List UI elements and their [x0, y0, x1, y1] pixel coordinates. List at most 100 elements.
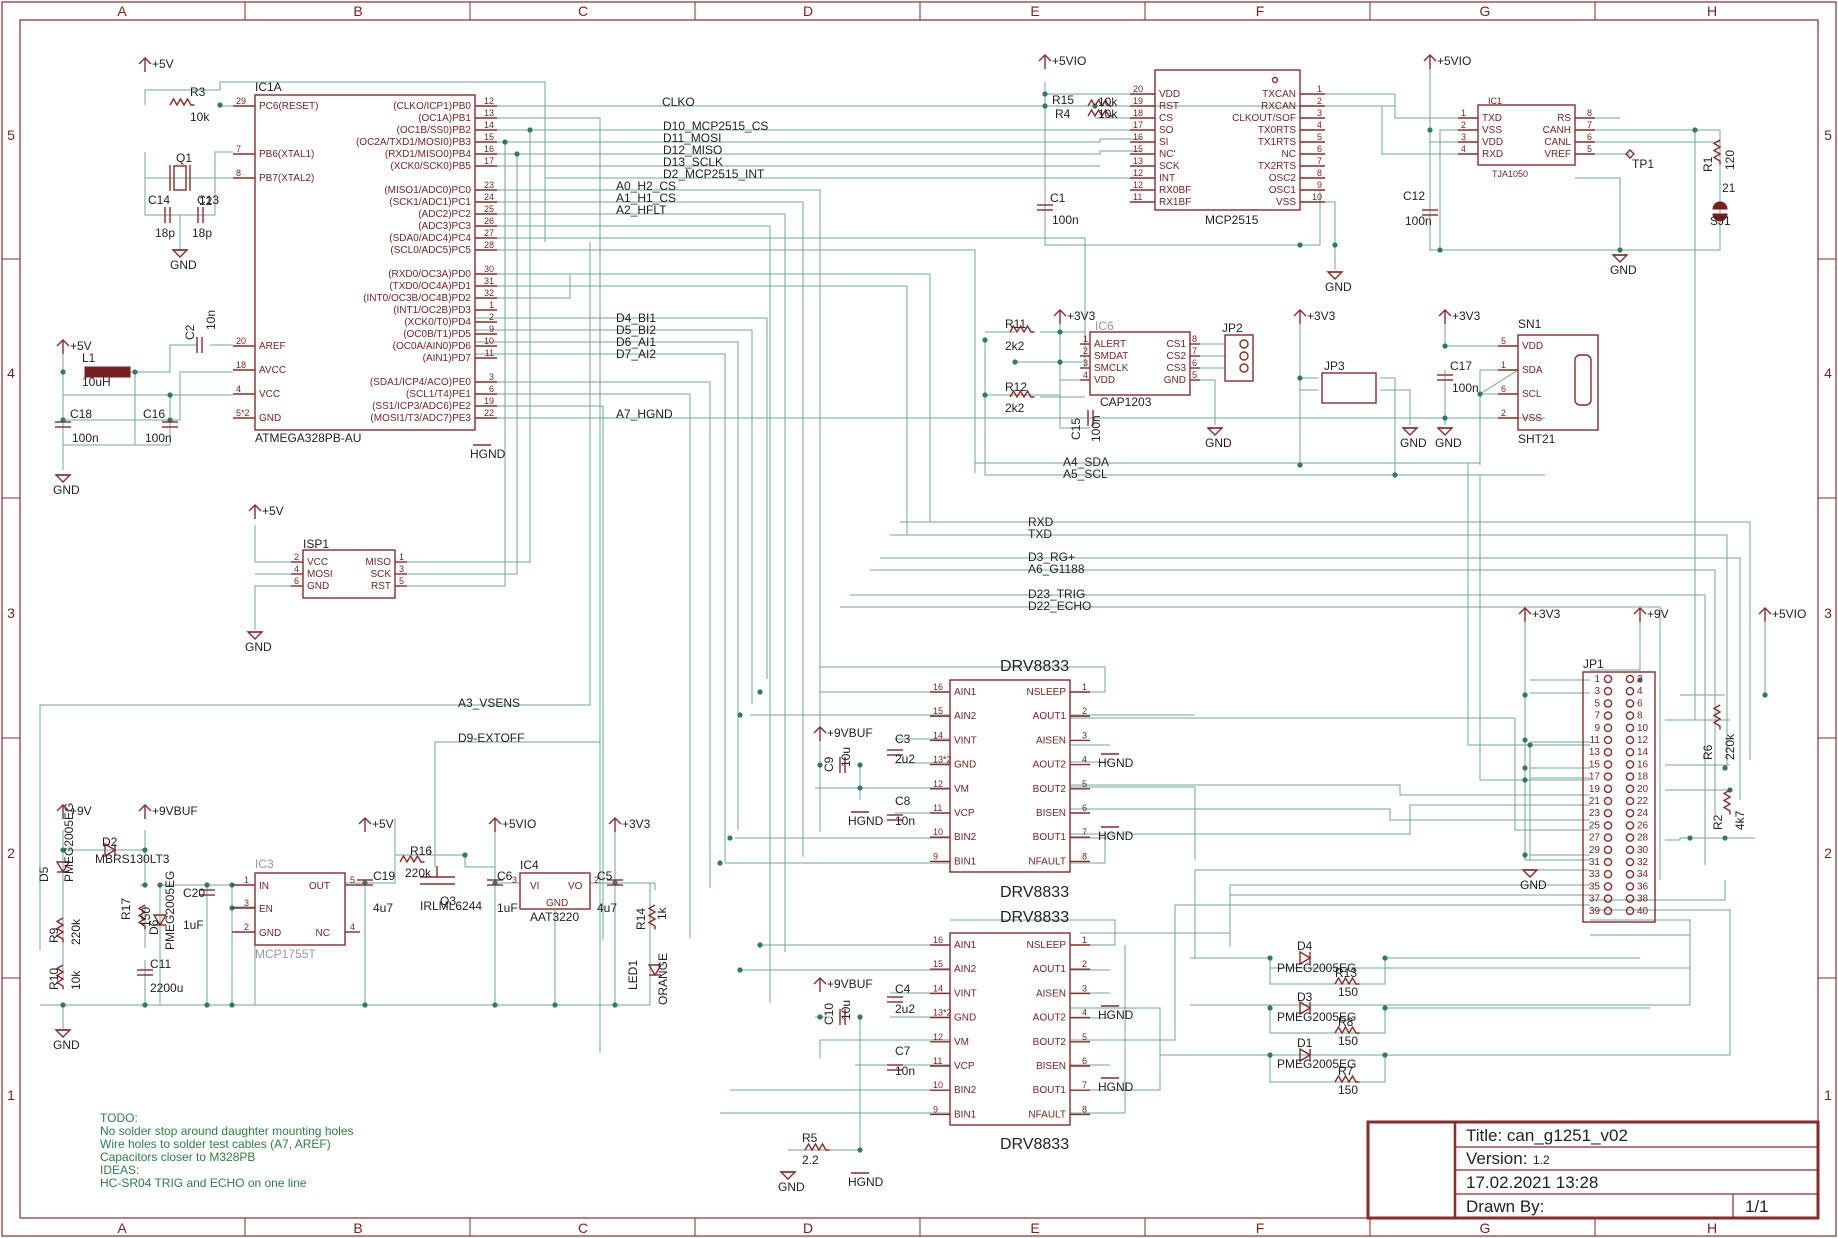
pin-number: 9: [489, 324, 494, 334]
hgnd-label: HGND: [1098, 829, 1134, 843]
pin-number: 2: [1082, 706, 1087, 716]
pin-name: SMDAT: [1094, 351, 1128, 362]
part-ref: D5: [37, 866, 51, 882]
part-value: 150: [1338, 1034, 1358, 1048]
pin-number: 18: [1133, 108, 1143, 118]
pin-number: 8: [236, 168, 241, 178]
jp1-pin-number: 12: [1637, 735, 1649, 746]
pin-name: BIN2: [954, 832, 977, 843]
pin-number: 4: [1082, 755, 1087, 765]
pin-number: 1: [1082, 935, 1087, 945]
pin-name: AOUT2: [1033, 760, 1067, 771]
part-value: PMEG2005EG: [163, 871, 177, 950]
pin-name: SCL: [1522, 389, 1542, 400]
frame-col-label: B: [353, 3, 362, 19]
part-ref: TP1: [1632, 157, 1654, 171]
sheet-number: 1/1: [1745, 1197, 1769, 1216]
pin-name: CANL: [1544, 137, 1571, 148]
pin-number: 4: [1461, 144, 1466, 154]
pin-name: SO: [1159, 125, 1174, 136]
net-d3: D3_RG+: [1028, 550, 1075, 564]
pin-name: (OC0A/AIN0)PD6: [393, 341, 472, 352]
pin-name: MISO: [365, 557, 391, 568]
part-value: 4k7: [1733, 810, 1747, 830]
pin-number: 30: [484, 264, 494, 274]
pin-name: GND: [954, 760, 976, 771]
pin-name: (OC0B/T1)PD5: [403, 329, 471, 340]
jp1-pin-number: 37: [1589, 894, 1601, 905]
supply-label: +9VBUF: [827, 726, 873, 740]
part-value: 100n: [1405, 214, 1432, 228]
part-ref: C6: [497, 869, 513, 883]
pin-name: ALERT: [1094, 339, 1126, 350]
part-ref: R17: [119, 898, 133, 920]
hgnd-label: HGND: [1098, 1008, 1134, 1022]
pin-number: 8: [1192, 334, 1197, 344]
pin-name: BIN1: [954, 1109, 977, 1120]
pin-name: AISEN: [1036, 988, 1066, 999]
pin-number: 8: [1082, 851, 1087, 861]
part-value: 2k2: [1005, 401, 1025, 415]
pin-name: VDD: [1522, 341, 1543, 352]
supply-symbols: +5V+5V+5V+5VIO+5VIO+3V3+3V3+3V3+3V3+9V+5…: [53, 54, 1806, 1194]
pin-name: BIN2: [954, 1085, 977, 1096]
pin-name: (ADC3)PC3: [418, 221, 471, 232]
part-ref: R6: [1701, 744, 1715, 760]
pin-name: AOUT2: [1033, 1013, 1067, 1024]
ground-label: GND: [778, 1180, 805, 1194]
part-value: 1uF: [183, 918, 204, 932]
mcu-ref: IC1A: [255, 80, 282, 94]
pin-name: VM: [954, 1037, 969, 1048]
pin-name: VREF: [1544, 149, 1571, 160]
frame-col-label: E: [1030, 3, 1039, 19]
supply-label: +9VBUF: [152, 804, 198, 818]
part-ref: R10: [47, 968, 61, 990]
jp1-pin-number: 36: [1637, 881, 1649, 892]
pin-number: 6: [1317, 144, 1322, 154]
part-value: 150: [139, 907, 153, 927]
part-ref: C1: [1050, 191, 1066, 205]
pin-number: 1: [1317, 84, 1322, 94]
part-value: PMEG2005EG: [1277, 1057, 1356, 1071]
pin-number: 15: [1133, 144, 1143, 154]
part-value: 10uH: [82, 375, 111, 389]
pin-name: (INT1/OC2B)PD3: [393, 305, 471, 316]
pin-number: 6: [1587, 132, 1592, 142]
ground-label: GND: [245, 640, 272, 654]
aat3220-ref: IC4: [520, 858, 539, 872]
pin-name: RXD: [1482, 149, 1503, 160]
drawn-by-text: Drawn By:: [1466, 1197, 1544, 1216]
pin-name: AIN1: [954, 940, 977, 951]
frame-row-label: 4: [1824, 365, 1832, 381]
net-a6: A6_G1188: [1028, 562, 1085, 576]
ground-label: GND: [170, 258, 197, 272]
part-value: 2u2: [895, 752, 915, 766]
pin-name: (INT0/OC3B/OC4B)PD2: [363, 293, 471, 304]
net-rxd: RXD: [1028, 515, 1054, 529]
part-ref: C14: [148, 193, 170, 207]
pin-number: 29: [236, 96, 246, 106]
net-labels: CLKO D10_MCP2515_CS D11_MOSI D12_MISO D1…: [458, 95, 1109, 745]
pin-number: 8: [1317, 168, 1322, 178]
pin-number: 4: [236, 384, 241, 394]
pin-number: 1: [489, 300, 494, 310]
part-ref: Q1: [176, 151, 192, 165]
component-labels: IC1A ATMEGA328PB-AU MCP2515 IC1 TJA1050 …: [255, 80, 1604, 1153]
date-text: 17.02.2021 13:28: [1466, 1173, 1598, 1192]
pin-number: 1: [1501, 360, 1506, 370]
pin-number: 5*2: [236, 408, 250, 418]
part-ref: R4: [1055, 107, 1071, 121]
pin-number: 11: [933, 1056, 942, 1066]
jp1-pin-number: 7: [1594, 711, 1600, 722]
pin-name: RX0BF: [1159, 185, 1191, 196]
mcp2515-value: MCP2515: [1205, 213, 1259, 227]
pin-name: AOUT1: [1033, 711, 1067, 722]
part-value: 4u7: [373, 901, 393, 915]
pin-number: 9: [933, 851, 938, 861]
jp1-pin-number: 30: [1637, 845, 1649, 856]
pin-number: 24: [484, 192, 494, 202]
pin-number: 7: [1317, 156, 1322, 166]
